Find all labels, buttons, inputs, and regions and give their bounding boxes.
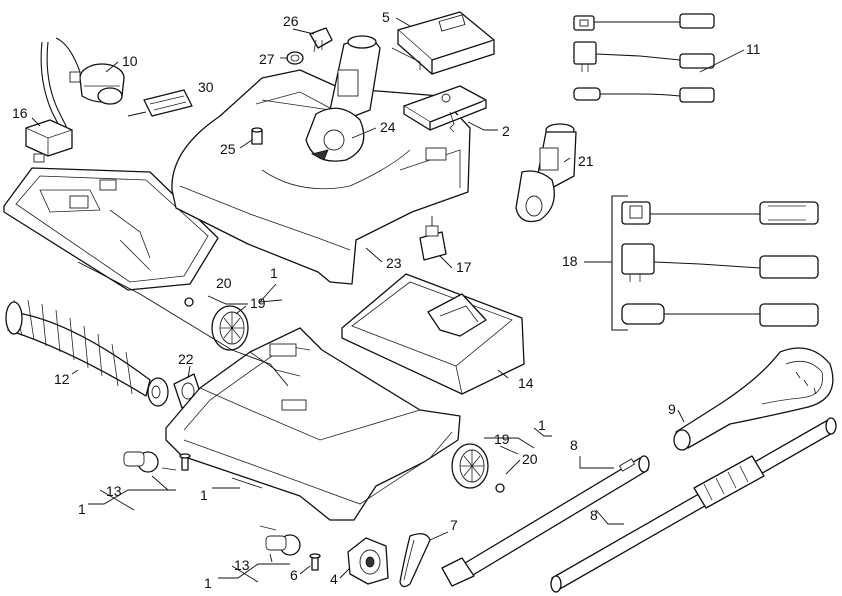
foot-13-lower-part bbox=[259, 525, 301, 556]
callout-16: 16 bbox=[12, 105, 28, 121]
handle-adapter-21-part bbox=[515, 123, 577, 223]
wand-8-lower-part bbox=[550, 417, 837, 593]
chassis-frame-part bbox=[165, 327, 461, 521]
switch-cover-2-part bbox=[403, 85, 487, 133]
callout-24: 24 bbox=[380, 119, 396, 135]
label-30-part bbox=[127, 89, 193, 117]
callout-21: 21 bbox=[578, 153, 594, 169]
handle-9-part bbox=[673, 347, 834, 451]
charger-set-18-part bbox=[611, 195, 819, 331]
callout-27: 27 bbox=[259, 51, 275, 67]
callout-22: 22 bbox=[178, 351, 194, 367]
leader-lines bbox=[31, 17, 745, 583]
charger-set-11-part bbox=[573, 13, 715, 103]
callout-labels: 26 5 27 10 30 16 11 2 24 25 21 18 17 23 … bbox=[12, 9, 761, 591]
brush-roll-12-part bbox=[5, 299, 169, 407]
callout-6: 6 bbox=[290, 567, 298, 583]
callout-13b: 13 bbox=[234, 557, 250, 573]
callout-19a: 19 bbox=[250, 295, 266, 311]
callout-1a: 1 bbox=[270, 265, 278, 281]
belt-7-part bbox=[399, 533, 431, 588]
callout-25: 25 bbox=[220, 141, 236, 157]
callout-13a: 13 bbox=[106, 483, 122, 499]
callout-9: 9 bbox=[668, 401, 676, 417]
wand-8-upper-part bbox=[441, 455, 650, 587]
callout-26: 26 bbox=[283, 13, 299, 29]
motor-part bbox=[69, 63, 125, 105]
screw-upper-part bbox=[179, 453, 191, 471]
callout-12: 12 bbox=[54, 371, 70, 387]
wheel-19-upper-part bbox=[184, 297, 249, 351]
connector-16-part bbox=[25, 119, 73, 163]
screw-6-part bbox=[309, 553, 321, 571]
dust-tray-14-part bbox=[341, 273, 525, 395]
cover-5-part bbox=[391, 11, 495, 75]
clip-27-part bbox=[286, 51, 304, 65]
callout-8a: 8 bbox=[570, 437, 578, 453]
callout-1d: 1 bbox=[78, 501, 86, 517]
pulley-4-part bbox=[347, 537, 389, 585]
callout-1b: 1 bbox=[538, 417, 546, 433]
callout-19b: 19 bbox=[494, 431, 510, 447]
callout-1e: 1 bbox=[204, 575, 212, 591]
callout-8b: 8 bbox=[590, 507, 598, 523]
callout-14: 14 bbox=[518, 375, 534, 391]
foot-13-upper-part bbox=[123, 451, 177, 473]
callout-1c: 1 bbox=[200, 487, 208, 503]
callout-20b: 20 bbox=[522, 451, 538, 467]
main-housing-part bbox=[171, 69, 471, 285]
wheel-19-lower-part bbox=[451, 443, 505, 493]
callout-10: 10 bbox=[122, 53, 138, 69]
callout-20a: 20 bbox=[216, 275, 232, 291]
callout-5: 5 bbox=[382, 9, 390, 25]
callout-30: 30 bbox=[198, 79, 214, 95]
callout-23: 23 bbox=[386, 255, 402, 271]
latch-26-part bbox=[309, 27, 333, 53]
callout-17: 17 bbox=[456, 259, 472, 275]
base-pan-part bbox=[3, 167, 219, 291]
switch-17-part bbox=[419, 216, 447, 261]
callout-4: 4 bbox=[330, 571, 338, 587]
callout-18: 18 bbox=[562, 253, 578, 269]
callout-11: 11 bbox=[746, 41, 761, 57]
pin-25-part bbox=[251, 127, 263, 145]
handle-socket-24-part bbox=[305, 35, 381, 162]
callout-7: 7 bbox=[450, 517, 458, 533]
callout-2: 2 bbox=[502, 123, 510, 139]
